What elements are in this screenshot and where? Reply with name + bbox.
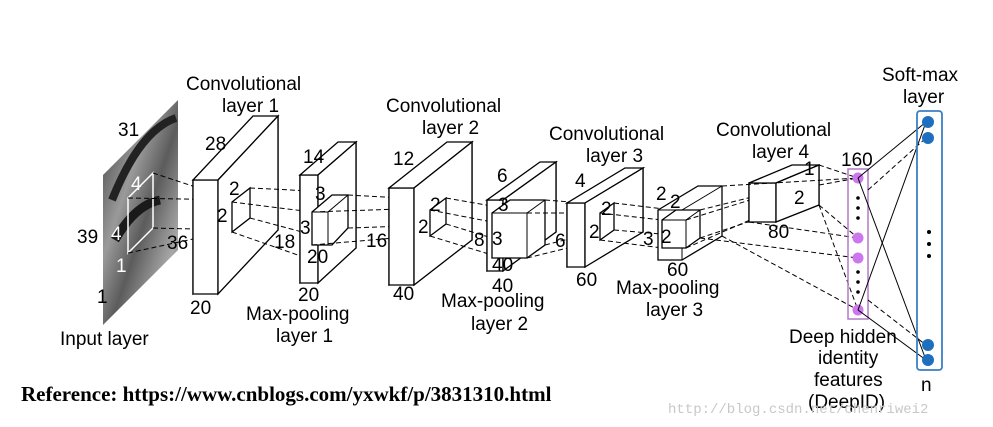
softmax-node [922, 339, 934, 351]
pool2-kernel-c-label: 40 [492, 255, 513, 276]
softmax-title-line2: layer [903, 87, 945, 108]
deepid-title-line2: identity [818, 348, 879, 369]
conv2-depth-label: 40 [393, 284, 414, 305]
pool1-width-label: 18 [274, 232, 295, 253]
conv3-kernel-a-label: 2 [601, 199, 612, 220]
deepid-title-line3: features [814, 370, 883, 391]
pool2-kernel-a-label: 3 [498, 195, 509, 216]
softmax-title-line1: Soft-max [882, 65, 959, 86]
conv4-title-line1: Convolutional [716, 120, 831, 141]
input-kernel-b-label: 4 [111, 224, 122, 245]
pool1-title-line1: Max-pooling [246, 304, 350, 325]
conv4-depth-label: 80 [768, 222, 789, 243]
conv-layer-4: Convolutional layer 4 1 2 80 [716, 120, 831, 243]
conv1-title-line2: layer 1 [222, 96, 279, 117]
input-kernel-a-label: 4 [131, 174, 142, 195]
conv2-height-label: 12 [393, 149, 414, 170]
deepid-size-label: 160 [841, 150, 873, 171]
conv1-title-line1: Convolutional [186, 74, 301, 95]
deepid-title-line4: (DeepID) [808, 392, 885, 413]
conv1-height-label: 28 [205, 134, 226, 155]
conv-layer-3: Convolutional layer 3 4 6 60 2 2 [549, 124, 664, 291]
pool2-title-line2: layer 2 [471, 314, 528, 335]
conv3-width-label: 6 [555, 231, 566, 252]
reference-text: Reference: https://www.cnblogs.com/yxwkf… [21, 382, 552, 406]
pool3-height-label: 2 [656, 184, 667, 205]
watermark-text: http://blog.csdn.net/chenriwei2 [668, 402, 928, 418]
softmax-node [922, 354, 934, 366]
conv2-width-label: 16 [366, 231, 387, 252]
pool1-title-line2: layer 1 [276, 326, 333, 347]
conv1-kernel-b-label: 2 [217, 206, 228, 227]
connections-deepid-softmax [857, 121, 927, 361]
conv1-width-label: 36 [167, 233, 188, 254]
deepid-frame [847, 168, 869, 320]
pool2-kernel-b-label: 3 [492, 229, 503, 250]
pool-layer-2: 6 8 40 3 3 40 Max-pooling layer 2 [441, 160, 559, 335]
conv2-kernel-a-label: 2 [430, 195, 441, 216]
conv3-kernel-b-label: 2 [589, 222, 600, 243]
pool2-title-line1: Max-pooling [441, 291, 545, 312]
pool-layer-3: 2 3 60 2 2 Max-pooling layer 3 [616, 184, 723, 321]
conv2-title-line2: layer 2 [422, 118, 479, 139]
input-height-label: 39 [77, 227, 98, 248]
input-kernel-c-label: 1 [116, 256, 127, 277]
pool3-title-line1: Max-pooling [616, 278, 720, 299]
conv-layer-2: Convolutional layer 2 12 16 40 2 2 [366, 96, 501, 305]
pool1-height-label: 14 [303, 147, 325, 168]
pool1-kernel-c-label: 20 [307, 247, 328, 268]
pool1-depth-label: 20 [298, 285, 319, 306]
pool1-kernel-b-label: 3 [300, 218, 311, 239]
conv1-depth-label: 20 [190, 298, 211, 319]
input-layer: 31 39 1 4 4 1 Input layer [60, 100, 178, 350]
pool1-kernel-a-label: 3 [315, 184, 326, 205]
input-face-eyebrow [108, 114, 178, 202]
conv3-title-line2: layer 3 [586, 146, 643, 167]
conv-layer-1: Convolutional layer 1 28 36 20 2 2 [167, 74, 301, 319]
deepid-node [852, 252, 864, 264]
softmax-frame [916, 110, 943, 371]
conv3-title-line1: Convolutional [549, 124, 664, 145]
pool3-depth-label: 60 [667, 260, 688, 281]
conv4-height-label: 1 [804, 159, 815, 180]
conv1-kernel-a-label: 2 [229, 179, 240, 200]
connections-to-deepid [699, 164, 859, 311]
softmax-layer: Soft-max layer n [882, 65, 959, 396]
softmax-size-label: n [921, 375, 932, 396]
pool2-width-label: 8 [474, 230, 485, 251]
pool-layer-1: 14 18 20 3 3 20 Max-pooling layer 1 [246, 140, 358, 347]
input-depth-label: 1 [97, 287, 108, 308]
input-width-label: 31 [118, 120, 139, 141]
conv4-width-label: 2 [794, 188, 805, 209]
pool3-width-label: 3 [643, 229, 654, 250]
softmax-node [922, 132, 934, 144]
pool2-height-label: 6 [497, 166, 508, 187]
deepid-node [852, 232, 864, 244]
deepid-layer: 160 Deep hidden identity features (DeepI… [789, 150, 897, 413]
deepid-title-line1: Deep hidden [789, 327, 897, 348]
input-face-eye [111, 195, 162, 243]
conv2-kernel-b-label: 2 [418, 217, 429, 238]
conv3-depth-label: 60 [576, 270, 597, 291]
conv2-title-line1: Convolutional [386, 96, 501, 117]
input-layer-title: Input layer [60, 329, 149, 350]
conv4-title-line2: layer 4 [752, 142, 809, 163]
softmax-node [922, 116, 934, 128]
pool3-title-line2: layer 3 [646, 300, 703, 321]
pool3-kernel-b-label: 2 [661, 227, 672, 248]
conv3-height-label: 4 [575, 171, 586, 192]
pool3-kernel-a-label: 2 [670, 192, 681, 213]
pool2-depth-label: 40 [492, 276, 513, 297]
